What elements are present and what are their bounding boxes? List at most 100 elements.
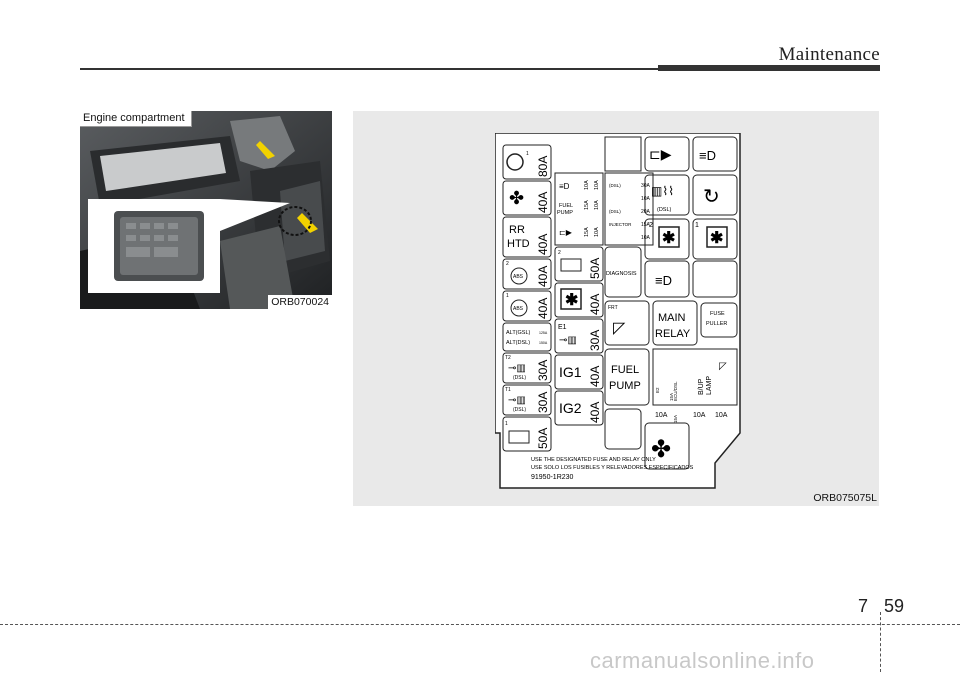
horn-icon: ⊏▶ (649, 146, 672, 162)
small-relay-frame (652, 348, 738, 406)
cell-label: 150A (539, 341, 548, 345)
mini-fuse-frame (554, 172, 604, 246)
small-fuse-frame (604, 172, 654, 246)
cell-number: 2 (558, 250, 561, 256)
cell-label: PUMP (609, 380, 641, 392)
fuse-rating: 15A (641, 222, 651, 228)
fuse-rating: 10A (641, 196, 651, 202)
left-column: 1 80A ✤ 40A RR HTD 40A ABS 2 40A ABS 1 4… (502, 144, 552, 452)
fuse-rating: 10A (594, 200, 600, 210)
relay-block: ⊏▶ ≡D (DSL) ▥⌇⌇ ↻ 2 ✱ 1 ✱ DIAGNOSIS ≡D F… (604, 136, 738, 470)
battery-icon (508, 430, 530, 444)
cell-label: T1 (505, 387, 511, 393)
cooling-fan-icon (706, 226, 728, 248)
cell-label: PUMP (557, 210, 573, 216)
middle-column: 2 50A ✱ 40A E1 ⊸▥ 30A IG1 40A IG2 40A (554, 246, 604, 426)
cell-number: 1 (526, 151, 529, 157)
relay-slot (644, 422, 690, 470)
fuse-cell (554, 246, 604, 282)
chapter-number: 7 (858, 596, 869, 616)
cell-label: (DSL) (609, 183, 621, 188)
cell-number: 2 (649, 222, 653, 229)
fuse-rating: 80A (536, 156, 550, 177)
photo-label: Engine compartment (80, 111, 192, 127)
fuse-rating: 40A (536, 192, 550, 213)
relay-slot (644, 260, 690, 298)
cell-label: HTD (507, 238, 530, 250)
cell-label: FUSE (710, 311, 725, 317)
fuse-rating: 10A (641, 235, 651, 241)
relay-slot (644, 136, 690, 172)
relay-slot (644, 218, 690, 260)
engine-compartment-photo: Engine compartment ORB070024 (80, 111, 332, 309)
fuse-box-notice: USE THE DESIGNATED FUSE AND RELAY ONLY U… (531, 457, 694, 481)
fan-icon: ✤ (651, 436, 671, 463)
relay-slot (604, 136, 642, 172)
cell-label: FUEL (559, 203, 573, 209)
fuse-cell (502, 258, 552, 290)
refresh-icon: ↻ (703, 186, 720, 208)
engine-icon: ⊸▥ (559, 335, 577, 346)
footer-dashed-divider (880, 612, 881, 672)
fuse-rating: 30A (536, 360, 550, 381)
fuse-puller-slot (700, 302, 738, 338)
cell-number: 1 (505, 421, 508, 427)
cell-number: 2 (506, 261, 509, 267)
cell-label: ALT(GSL) (506, 330, 531, 336)
fuse-rating: 20A (641, 209, 651, 215)
fuse-cell (554, 282, 604, 318)
glow-plug-icon: ⊸▥ (508, 363, 526, 374)
relay-slot (644, 174, 690, 216)
fuse-rating: 30A (588, 330, 602, 351)
cell-number: 1 (506, 293, 509, 299)
cell-label: RR (509, 224, 525, 236)
cell-label: (DSL) (657, 207, 672, 213)
mini-fuse-block: 10A 10A 10A 15A 10A 15A FUEL PUMP ≡D ⊏▶ (554, 172, 604, 246)
fuse-cell (502, 384, 552, 416)
header-rule (80, 68, 880, 70)
fuse-cell (554, 354, 604, 390)
fuse-rating: 40A (536, 266, 550, 287)
steering-icon (506, 153, 524, 171)
cell-label: FUEL (611, 364, 639, 376)
photo-code: ORB070024 (268, 295, 332, 309)
cell-label: IG2 (559, 400, 582, 416)
abs-icon (510, 299, 528, 317)
glow-plug-icon: ⊸▥ (508, 395, 526, 406)
notice-line: USE SOLO LOS FUSIBLES Y RELEVADORES ESPE… (531, 465, 694, 471)
svg-text:ABS: ABS (513, 306, 524, 312)
engine-photo-illustration (80, 111, 332, 309)
fuse-rating: 30A (536, 392, 550, 413)
battery-icon (560, 258, 582, 272)
diagnosis-slot (604, 246, 642, 298)
fuse-rating: 40A (536, 234, 550, 255)
fan-icon: ✤ (509, 188, 524, 208)
fuse-rating: 50A (588, 258, 602, 279)
svg-text:✱: ✱ (662, 230, 675, 247)
relay-slot (692, 218, 738, 260)
cell-number: 1 (695, 222, 699, 229)
cell-label: 125A (539, 331, 548, 335)
fuse-box-diagram: 1 80A ✤ 40A RR HTD 40A ABS 2 40A ABS 1 4… (495, 133, 741, 489)
cell-label: FRT (608, 305, 618, 311)
defrost-icon: ◸ (719, 361, 727, 372)
headlamp-icon: ≡D (699, 148, 716, 163)
fuse-rating: 40A (588, 294, 602, 315)
fuse-cell (554, 318, 604, 354)
horn-icon: ⊏▶ (559, 228, 573, 237)
fuse-rating: 15A (584, 227, 590, 237)
cell-label: T2 (505, 355, 511, 361)
fuse-rating: 50A (536, 428, 550, 449)
fuse-rating: 40A (588, 366, 602, 387)
cell-label: RELAY (655, 328, 691, 340)
fuse-rating: 15A (673, 415, 678, 423)
wiper-icon: ◸ (613, 320, 626, 337)
fuse-cell (502, 322, 552, 352)
cell-label: E1 (558, 324, 567, 331)
fuse-cell (554, 390, 604, 426)
cell-label: 15A (669, 393, 674, 401)
cell-label: INJECTOR (609, 222, 632, 227)
cell-label: (DSL) (513, 375, 526, 381)
watermark-text: carmanualsonline.info (590, 648, 815, 673)
small-fuse-block: (DSL) 30A 10A (DSL) 20A INJECTOR 15A 10A (604, 172, 654, 246)
